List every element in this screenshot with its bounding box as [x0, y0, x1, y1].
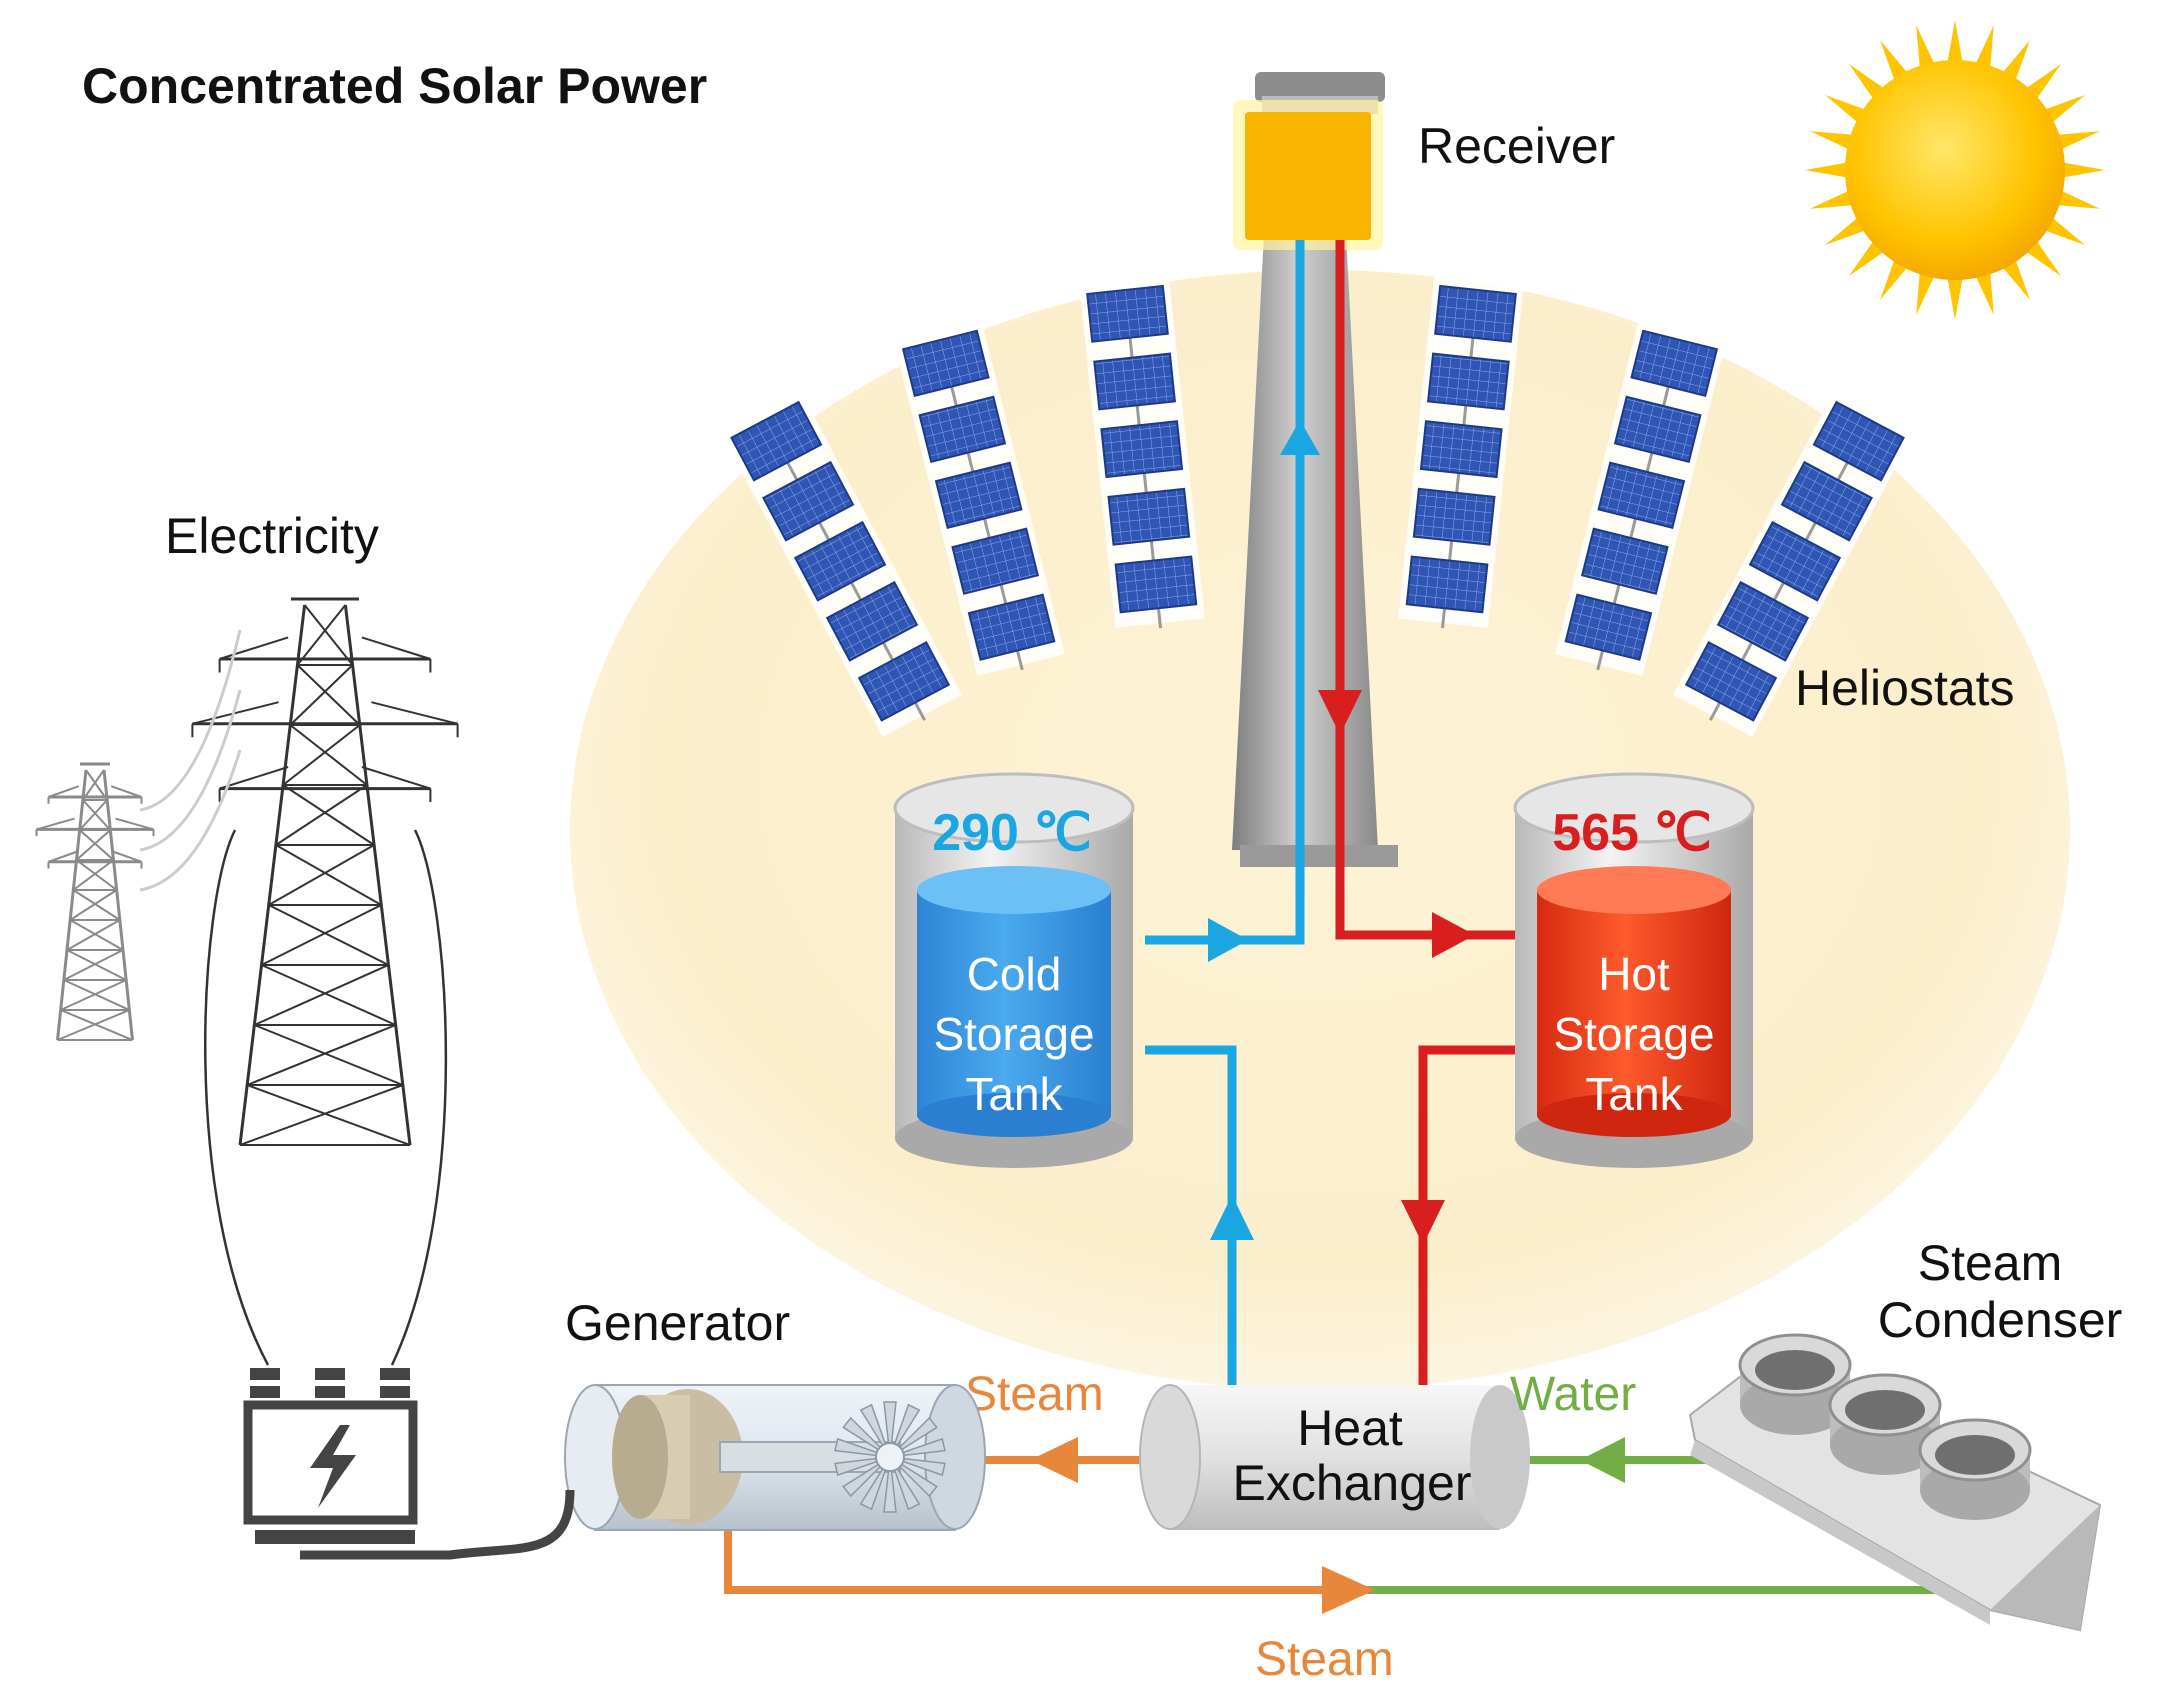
arrow-right-cold-tank: [1208, 918, 1248, 962]
cold-tank-line2: Storage: [933, 1008, 1094, 1060]
steam-label-top: Steam: [965, 1368, 1104, 1421]
heat-exchanger: Heat Exchanger: [1139, 1384, 1530, 1530]
arrow-down-hot-tower: [1318, 690, 1362, 735]
arrow-up-cold-exchanger: [1210, 1195, 1254, 1240]
cold-loop-pipes: [1145, 240, 1305, 1385]
heliostats-label: Heliostats: [1795, 660, 2015, 716]
heliostat-column: [1078, 270, 1205, 629]
cold-tank-line1: Cold: [967, 948, 1062, 1000]
steam-condenser-label-line2: Condenser: [1878, 1292, 2123, 1348]
transmission-tower-icon: [35, 629, 242, 1041]
arrow-down-hot-exchanger: [1401, 1200, 1445, 1245]
cold-storage-tank: 290 ℃ Cold Storage Tank: [893, 772, 1135, 1168]
receiver-label: Receiver: [1418, 118, 1615, 174]
arrow-left-water: [1580, 1437, 1625, 1483]
steam-condenser: [1688, 1333, 2102, 1632]
hot-tank-line1: Hot: [1598, 948, 1670, 1000]
water-label: Water: [1510, 1368, 1636, 1421]
electricity-label: Electricity: [165, 508, 379, 564]
power-cable: [300, 1489, 575, 1560]
transmission-cables: [204, 829, 448, 1366]
hot-tank-temperature: 565 ℃: [1552, 804, 1712, 862]
transmission-tower-icon: [191, 597, 459, 1146]
hot-tank-line3: Tank: [1585, 1068, 1683, 1120]
arrow-right-hot-tank: [1432, 912, 1475, 958]
heliostat-field: [718, 270, 1917, 737]
arrow-up-cold-tower: [1280, 420, 1320, 455]
sun-icon: [1805, 20, 2105, 320]
cold-tank-line3: Tank: [965, 1068, 1063, 1120]
lightning-icon: [310, 1425, 356, 1508]
hot-storage-tank: 565 ℃ Hot Storage Tank: [1513, 772, 1755, 1168]
diagram-title: Concentrated Solar Power: [82, 58, 707, 114]
heliostat-column: [892, 314, 1065, 676]
heliostat-column: [718, 385, 963, 737]
power-box: [243, 1368, 418, 1544]
cold-tank-temperature: 290 ℃: [932, 804, 1092, 862]
heliostat-column: [1672, 385, 1917, 737]
arrow-right-steam-bottom: [1322, 1566, 1375, 1614]
receiver: [1233, 100, 1383, 250]
arrow-left-steam: [1030, 1437, 1078, 1483]
turbine-icon: [834, 1401, 946, 1513]
steam-condenser-label-line1: Steam: [1918, 1235, 2063, 1291]
hot-tank-line2: Storage: [1553, 1008, 1714, 1060]
heat-exchanger-line2: Exchanger: [1232, 1455, 1471, 1511]
heliostat-column: [1398, 270, 1525, 629]
generator-label: Generator: [565, 1295, 790, 1351]
flow-arrows: [1208, 420, 1475, 1245]
generator: [564, 1384, 986, 1531]
steam-label-bottom: Steam: [1255, 1633, 1394, 1686]
heliostat-column: [1555, 314, 1728, 676]
heat-exchanger-line1: Heat: [1297, 1400, 1403, 1456]
